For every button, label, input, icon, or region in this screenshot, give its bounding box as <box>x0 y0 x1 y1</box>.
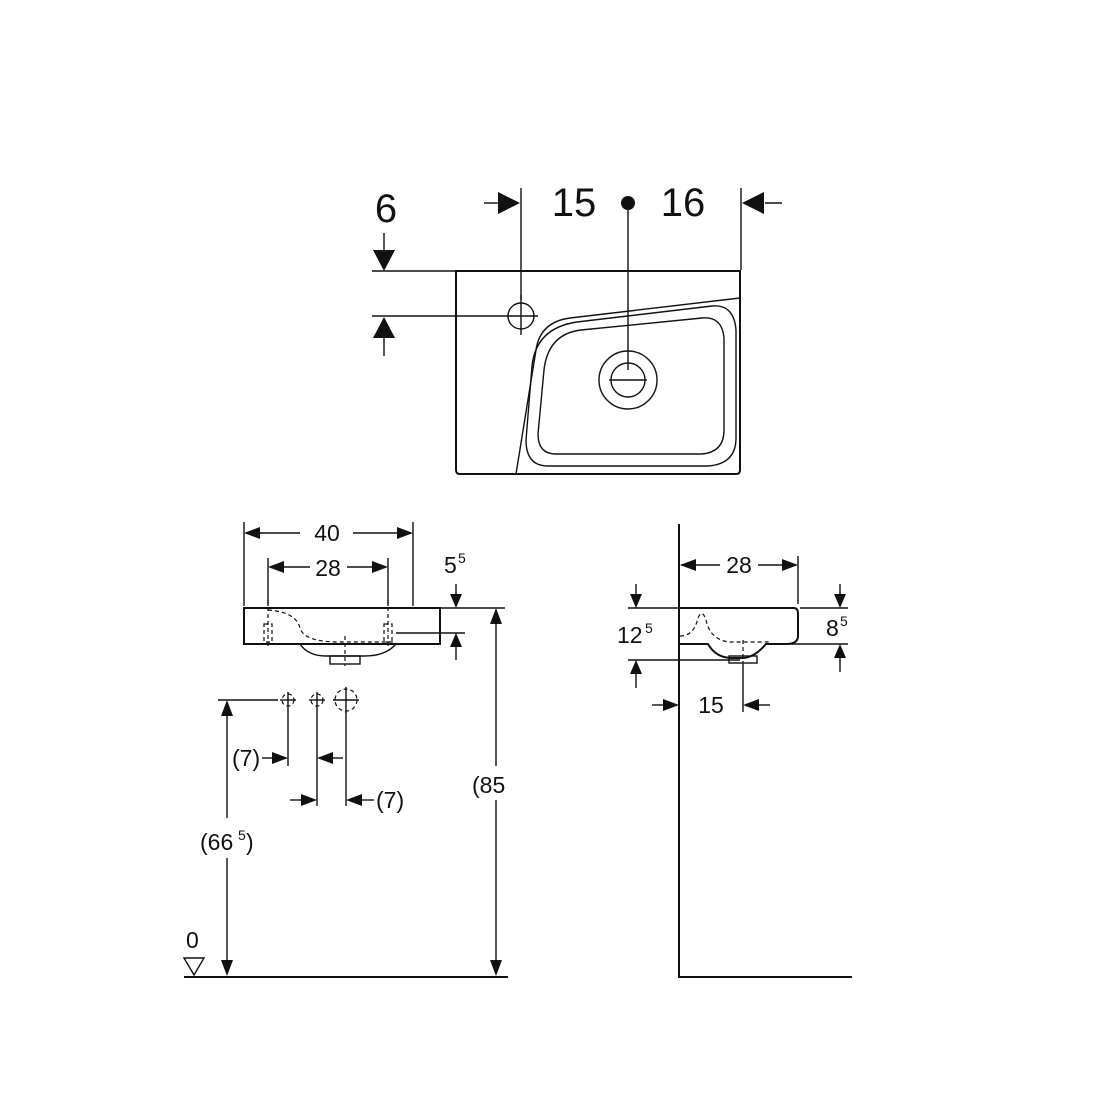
bowl-outer-contour <box>525 305 737 467</box>
dim-label-rim-base: 5 <box>444 552 457 578</box>
dim-label-rim-sup: 5 <box>458 550 466 566</box>
basin-side-outline <box>680 607 799 659</box>
bowl-underside <box>299 643 397 657</box>
arrowhead <box>630 660 642 674</box>
arrowhead <box>372 561 388 573</box>
basin-top-outline <box>455 270 741 475</box>
mounting-bolt-right <box>383 623 393 643</box>
basin-front-outline <box>243 607 441 645</box>
arrowhead <box>221 960 233 976</box>
dim-label-drain-height-close: ) <box>246 829 254 855</box>
dim-label-40: 40 <box>314 520 340 546</box>
dim-label-total-height-sup: 5 <box>645 620 653 636</box>
dim-label-6: 6 <box>375 187 397 231</box>
dim-arrow-up <box>373 317 395 338</box>
arrowhead <box>397 527 413 539</box>
arrowhead <box>272 752 288 764</box>
dim-label-16: 16 <box>661 181 706 225</box>
arrowhead <box>450 594 462 608</box>
arrowhead <box>268 561 284 573</box>
dim-label-bowl-height-base: 8 <box>826 615 839 641</box>
arrowhead <box>317 752 333 764</box>
dim-label-drain-offset: 15 <box>698 692 724 718</box>
dim-label-drain-height-base: (66 <box>200 829 233 855</box>
floor-level-label: 0 <box>186 927 199 953</box>
arrowhead <box>450 633 462 647</box>
arrowhead <box>782 559 798 571</box>
dim-label-supply-right: (7) <box>376 787 404 813</box>
arrowhead <box>743 699 759 711</box>
dim-arrow-right <box>498 192 520 214</box>
dim-label-depth: 28 <box>726 552 752 578</box>
arrowhead <box>834 644 846 658</box>
arrowhead <box>244 527 260 539</box>
arrowhead <box>346 794 362 806</box>
side-view: 28 12 5 8 5 15 <box>617 524 852 978</box>
dim-label-rim-height: (85 <box>472 772 505 798</box>
dim-label-15: 15 <box>552 181 597 225</box>
bowl-inner-contour <box>537 317 725 455</box>
dim-label-drain-height-sup: 5 <box>238 827 246 843</box>
dim-label-28: 28 <box>315 555 341 581</box>
top-view: 6 15 16 <box>372 181 782 475</box>
arrowhead <box>663 699 679 711</box>
dim-arrow-left <box>742 192 764 214</box>
arrowhead <box>834 594 846 608</box>
dim-arrow-down <box>373 250 395 271</box>
supply-connections: (7) (7) <box>232 687 404 813</box>
center-dot <box>621 196 635 210</box>
bowl-hidden-line <box>679 612 770 643</box>
arrowhead <box>221 700 233 716</box>
dim-label-bowl-height-sup: 5 <box>840 613 848 629</box>
arrowhead <box>301 794 317 806</box>
mounting-bolt-left <box>263 623 273 643</box>
front-view: 40 28 5 5 <box>182 520 508 978</box>
arrowhead <box>490 960 502 976</box>
dim-label-supply-left: (7) <box>232 745 260 771</box>
arrowhead <box>490 608 502 624</box>
dim-label-total-height-base: 12 <box>617 622 643 648</box>
arrowhead <box>680 559 696 571</box>
floor-level-symbol <box>182 957 206 977</box>
arrowhead <box>630 594 642 608</box>
bowl-hidden-line <box>267 609 396 643</box>
